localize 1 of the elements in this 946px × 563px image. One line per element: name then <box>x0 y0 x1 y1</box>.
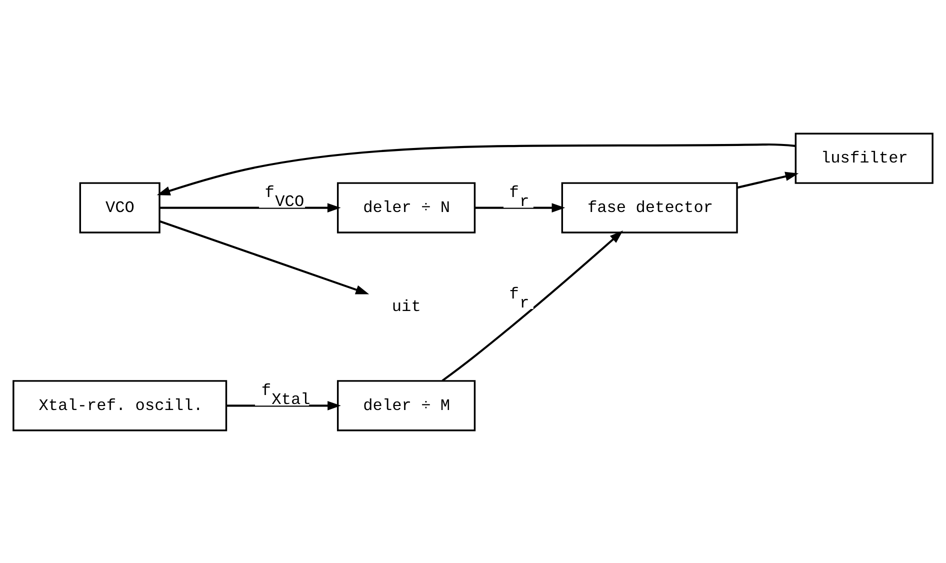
node-text: uit <box>392 297 421 316</box>
